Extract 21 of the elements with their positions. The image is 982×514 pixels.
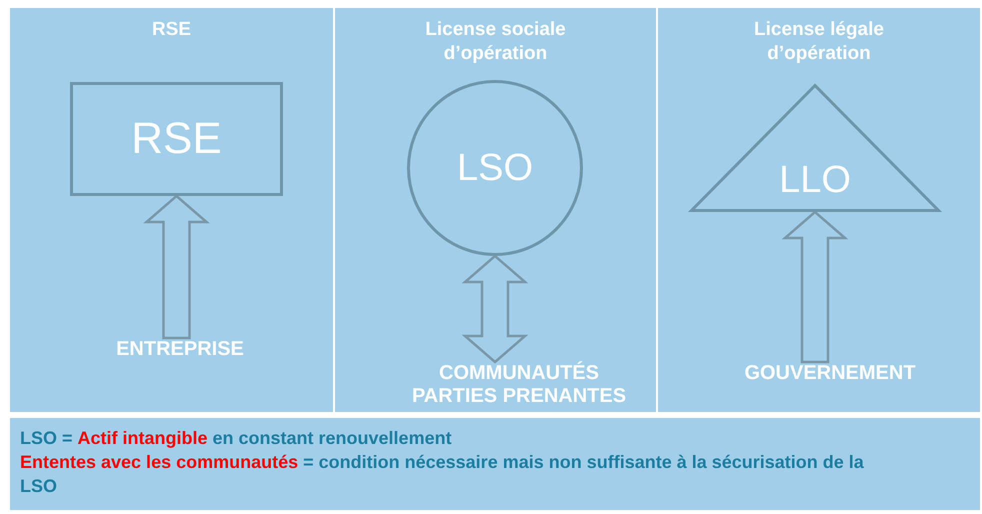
actor-label: ENTREPRISE — [116, 338, 244, 361]
block-arrow — [782, 210, 848, 364]
column-panel — [658, 8, 980, 412]
shape-label: LSO — [456, 146, 534, 190]
note-text: LSO = Actif intangible en constant renouvellement — [20, 427, 453, 450]
block-arrow — [143, 194, 210, 340]
actor-label: GOUVERNEMENT — [744, 362, 916, 385]
column-heading: RSE — [152, 18, 192, 42]
column-panel — [335, 8, 656, 412]
note-text: Ententes avec les communautés = condition nécessaire mais non suffisante à la sécurisation de la LSO — [20, 451, 865, 498]
double-block-arrow — [462, 254, 528, 364]
actor-label: COMMUNAUTÉS PARTIES PRENANTES — [394, 362, 644, 408]
note-panel — [10, 418, 980, 510]
circle-shape — [407, 80, 583, 256]
rectangle-shape — [70, 82, 283, 196]
shape-label: LLO — [779, 159, 851, 202]
column-panel — [10, 8, 333, 412]
triangle-shape — [690, 84, 940, 212]
column-heading: License sociale d’opération — [424, 18, 567, 66]
column-heading: License légale d’opération — [753, 18, 885, 66]
shape-label: RSE — [131, 114, 222, 164]
